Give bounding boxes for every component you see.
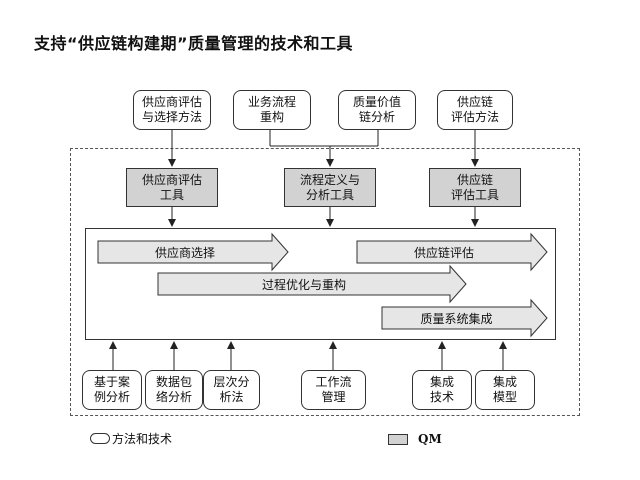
method-integration-model: 集成 模型 bbox=[475, 370, 535, 410]
arrow-process-optimization: 过程优化与重构 bbox=[157, 264, 467, 304]
method-integration-technology: 集成 技术 bbox=[412, 370, 472, 410]
method-supplier-evaluation: 供应商评估 与选择方法 bbox=[133, 90, 211, 130]
oval-icon bbox=[90, 433, 110, 444]
method-quality-value-chain: 质量价值 链分析 bbox=[338, 90, 416, 130]
page-title: 支持“供应链构建期”质量管理的技术和工具 bbox=[34, 34, 354, 53]
method-data-envelopment-analysis: 数据包 络分析 bbox=[145, 370, 203, 410]
legend-qm-label: QM bbox=[418, 432, 442, 446]
legend-qm: QM bbox=[388, 432, 442, 446]
arrow-supplier-selection: 供应商选择 bbox=[97, 232, 289, 272]
method-supply-chain-evaluation: 供应链 评估方法 bbox=[437, 90, 513, 130]
arrow-label: 质量系统集成 bbox=[420, 311, 493, 326]
legend-methods: 方法和技术 bbox=[90, 430, 172, 447]
method-business-process-reengineering: 业务流程 重构 bbox=[233, 90, 311, 130]
square-icon bbox=[388, 433, 408, 445]
arrow-supply-chain-evaluation: 供应链评估 bbox=[356, 232, 548, 272]
legend-methods-label: 方法和技术 bbox=[112, 432, 173, 446]
arrow-label: 供应商选择 bbox=[154, 245, 215, 260]
tool-supply-chain-evaluation: 供应链 评估工具 bbox=[429, 168, 521, 207]
tool-process-definition: 流程定义与 分析工具 bbox=[284, 168, 376, 207]
method-case-based-analysis: 基于案 例分析 bbox=[82, 370, 142, 410]
arrow-label: 供应链评估 bbox=[413, 245, 474, 260]
arrow-label: 过程优化与重构 bbox=[261, 277, 346, 292]
tool-supplier-evaluation: 供应商评估 工具 bbox=[126, 168, 218, 207]
method-workflow-management: 工作流 管理 bbox=[301, 370, 366, 410]
qm-system-frame bbox=[70, 148, 580, 416]
arrow-quality-system-integration: 质量系统集成 bbox=[381, 298, 548, 338]
method-analytic-hierarchy-process: 层次分 析法 bbox=[203, 370, 260, 410]
